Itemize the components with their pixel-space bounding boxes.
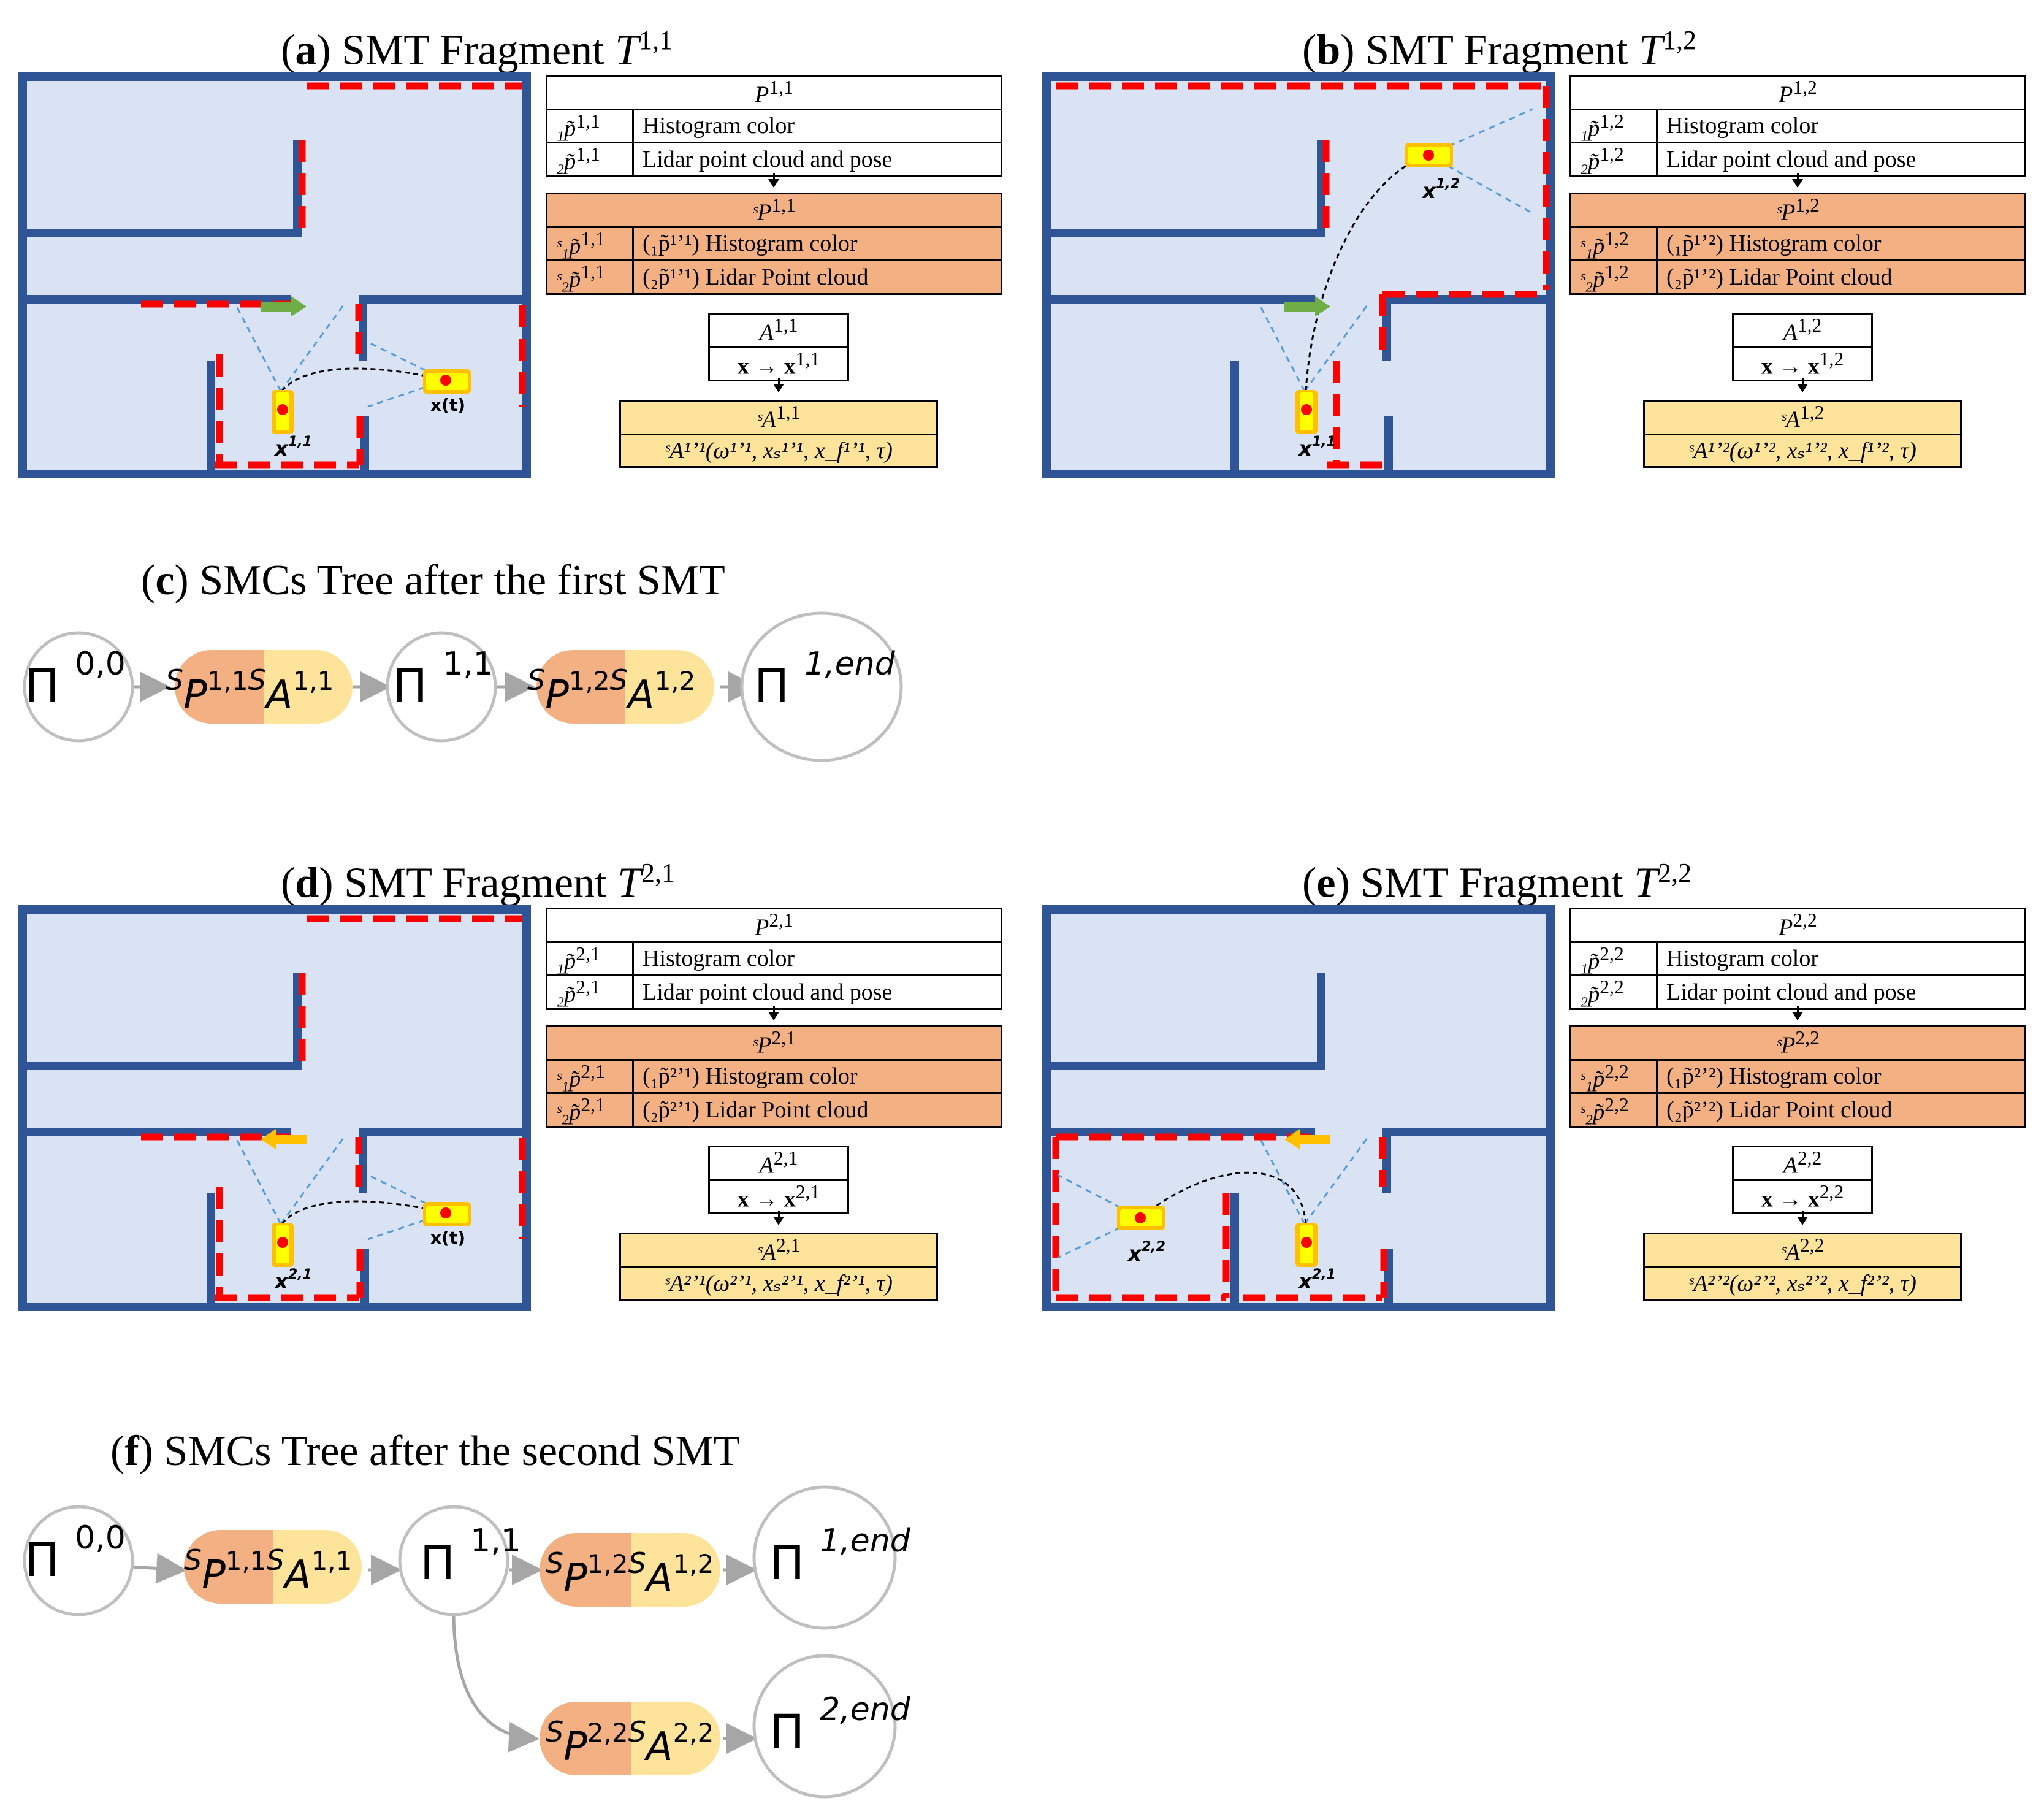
svg-text:x2,1: x2,1	[1297, 1267, 1336, 1294]
map-panel-b: x1,1 x1,2	[1042, 72, 1555, 478]
tree-pill	[536, 650, 714, 724]
map-panel-e: x2,2 x2,1	[1042, 905, 1555, 1311]
pill-label: SP1,1SA1,1	[166, 664, 334, 718]
robot-label: x(t)	[430, 395, 465, 415]
tree-node	[386, 631, 497, 743]
robot-label: x1,1	[273, 434, 312, 461]
svg-text:SP2,2SA2,2: SP2,2SA2,2	[546, 1715, 714, 1770]
tree-node	[23, 631, 134, 743]
panel-a-title: (a) SMT Fragment T1,1	[281, 25, 673, 74]
robot-icon	[423, 369, 471, 394]
trajectory	[281, 367, 446, 392]
tree-pill	[175, 650, 353, 724]
map-frontiers	[141, 82, 526, 469]
heading-arrow-icon	[1284, 1129, 1330, 1149]
svg-text:Π2,end: Π2,end	[769, 1691, 911, 1759]
panel-d-title: (d) SMT Fragment T2,1	[281, 858, 675, 907]
svg-text:SP1,1SA1,1: SP1,1SA1,1	[184, 1543, 352, 1598]
svg-text:Π1,1: Π1,1	[420, 1523, 521, 1590]
map-walls	[18, 72, 531, 478]
panel-e-title: (e) SMT Fragment T2,2	[1302, 858, 1692, 907]
panel-f-title: (f) SMCs Tree after the second SMT	[110, 1428, 740, 1475]
pill-label: SP1,2SA1,2	[527, 664, 695, 718]
robot-icon	[1117, 1206, 1165, 1230]
svg-text:x(t): x(t)	[430, 1228, 465, 1248]
svg-text:Π0,0: Π0,0	[25, 1520, 126, 1587]
robot-icon	[1295, 1223, 1318, 1267]
robot-icon	[272, 390, 294, 434]
svg-text:x2,1: x2,1	[273, 1267, 312, 1294]
robot-icon	[423, 1202, 471, 1226]
panel-c-title: (c) SMCs Tree after the first SMT	[141, 557, 725, 604]
map-panel-a: x1,1 x(t)	[18, 72, 531, 478]
svg-text:Π1,end: Π1,end	[769, 1523, 911, 1590]
map-panel-d: x2,1 x(t)	[18, 905, 531, 1311]
heading-arrow-icon	[261, 1129, 307, 1149]
heading-arrow-icon	[1284, 296, 1330, 316]
symbolic-perception-table: ˢP1,1 ˢ₁p̃1,1(₁p̃¹ʼ¹) Histogram color ˢ₂…	[546, 193, 1002, 295]
svg-text:x1,2: x1,2	[1421, 177, 1460, 204]
robot-icon	[1405, 143, 1453, 167]
symbolic-action-table: ˢA1,1 ˢA¹ʼ¹(ω¹ʼ¹, xₛ¹ʼ¹, x_f¹ʼ¹, τ)	[619, 400, 938, 468]
robot-icon	[1295, 390, 1318, 434]
svg-text:x2,2: x2,2	[1127, 1239, 1165, 1266]
robot-icon	[272, 1223, 294, 1267]
panel-b-title: (b) SMT Fragment T1,2	[1302, 25, 1696, 74]
tree-node	[740, 611, 903, 762]
svg-text:x1,1: x1,1	[1297, 434, 1336, 461]
heading-arrow-icon	[261, 296, 307, 316]
action-table: A1,1 x → x1,1	[708, 313, 849, 382]
svg-text:SP1,2SA1,2: SP1,2SA1,2	[546, 1547, 714, 1601]
